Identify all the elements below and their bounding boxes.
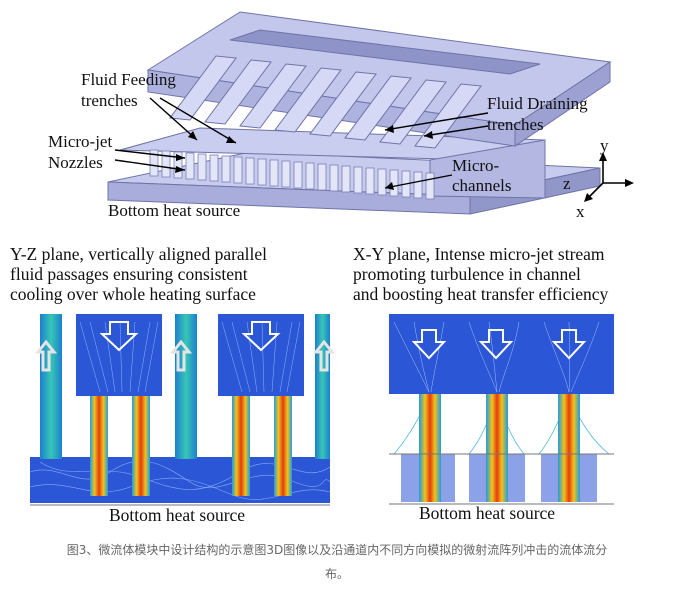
xy-flow-simulation: Bottom heat source bbox=[389, 312, 624, 522]
fluid-draining-label-line1: Fluid Draining bbox=[487, 94, 588, 113]
micro-channels-label-line2: channels bbox=[452, 176, 512, 195]
yz-flow-simulation: Bottom heat source bbox=[29, 312, 336, 524]
yz-heading-line1: Y-Z plane, vertically aligned parallel bbox=[10, 244, 268, 264]
axis-label-y: y bbox=[600, 136, 609, 155]
xy-heading-line3: and boosting heat transfer efficiency bbox=[353, 284, 609, 304]
device-3d-figure: Fluid Feeding trenches Fluid Draining tr… bbox=[0, 0, 674, 232]
bottom-heat-source-top-label: Bottom heat source bbox=[108, 201, 241, 220]
fluid-feeding-label-line2: trenches bbox=[81, 91, 138, 110]
yz-panel-heading: Y-Z plane, vertically aligned parallel f… bbox=[10, 244, 267, 304]
fluid-draining-label-line2: trenches bbox=[487, 115, 544, 134]
figure-caption: 图3、微流体模块中设计结构的示意图3D图像以及沿通道内不同方向模拟的微射流阵列冲… bbox=[0, 538, 674, 586]
axis-label-z: z bbox=[563, 174, 571, 193]
device-3d-drawing bbox=[107, 11, 634, 215]
xy-heading-line1: X-Y plane, Intense micro-jet stream bbox=[353, 244, 605, 264]
yz-heading-line2: fluid passages ensuring consistent bbox=[10, 264, 248, 284]
xy-bottom-heat-source-label: Bottom heat source bbox=[419, 503, 556, 523]
xy-panel-heading: X-Y plane, Intense micro-jet stream prom… bbox=[353, 244, 608, 304]
micro-jet-label-line2: Nozzles bbox=[48, 153, 103, 172]
caption-line1: 图3、微流体模块中设计结构的示意图3D图像以及沿通道内不同方向模拟的微射流阵列冲… bbox=[66, 543, 608, 557]
micro-jet-label-line1: Micro-jet bbox=[48, 132, 113, 151]
fluid-feeding-label-line1: Fluid Feeding bbox=[81, 70, 176, 89]
caption-line2: 布。 bbox=[324, 567, 349, 581]
micro-channels-label-line1: Micro- bbox=[452, 156, 500, 175]
yz-bottom-heat-source-label: Bottom heat source bbox=[109, 505, 246, 525]
xy-heading-line2: promoting turbulence in channel bbox=[353, 264, 581, 284]
yz-heading-line3: cooling over whole heating surface bbox=[10, 284, 256, 304]
axis-label-x: x bbox=[576, 202, 585, 221]
